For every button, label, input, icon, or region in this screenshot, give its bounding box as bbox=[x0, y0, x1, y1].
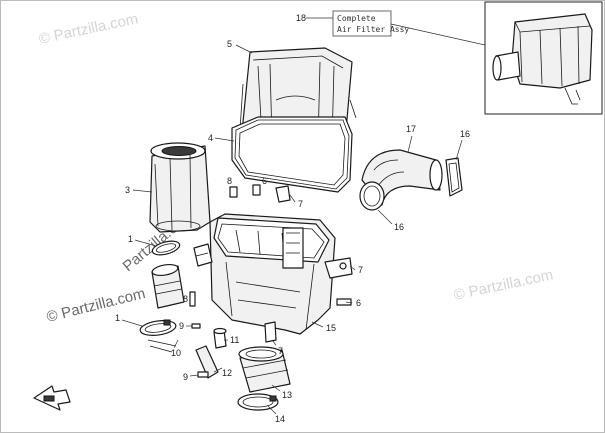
inset-label-line1: Complete bbox=[337, 14, 376, 23]
bracket-left bbox=[193, 243, 213, 267]
front-arrow-icon bbox=[33, 385, 71, 411]
drain-fitting-7 bbox=[264, 321, 277, 343]
screw-8 bbox=[189, 291, 196, 307]
watermark-top: © Partzilla.com bbox=[37, 10, 139, 48]
grommet-6-upper bbox=[229, 184, 261, 198]
callout-12: 12 bbox=[222, 368, 232, 378]
callout-11: 11 bbox=[230, 335, 239, 345]
upper-clamp bbox=[151, 240, 181, 256]
callout-labels: 18 5 4 3 17 16 16 8 6 7 1 7 6 15 1 9 8 1… bbox=[115, 13, 470, 424]
callout-4: 4 bbox=[208, 133, 213, 143]
airbox-seal bbox=[231, 116, 353, 193]
callout-6-lower: 6 bbox=[356, 298, 361, 308]
intake-duct bbox=[359, 149, 443, 211]
complete-assembly-inset: Complete Air Filter Assy bbox=[306, 1, 603, 115]
drain-hose-12 bbox=[195, 345, 219, 379]
inset-label-box bbox=[332, 10, 392, 37]
callout-1-lower: 1 bbox=[115, 313, 120, 323]
callout-8-lower: 8 bbox=[183, 294, 188, 304]
airbox-base bbox=[209, 213, 336, 335]
callout-16-lower: 16 bbox=[394, 222, 404, 232]
callout-18: 18 bbox=[296, 13, 306, 23]
lower-clamp bbox=[139, 319, 177, 336]
callout-7-lower: 7 bbox=[278, 346, 283, 356]
callout-17: 17 bbox=[406, 124, 416, 134]
callout-9-upper: 9 bbox=[179, 321, 184, 331]
clip-7-upper bbox=[275, 185, 291, 203]
inset-label-line2: Air Filter Assy bbox=[337, 25, 409, 34]
watermark-left: © Partzilla.com bbox=[45, 285, 147, 326]
callout-13: 13 bbox=[282, 390, 292, 400]
callout-16-upper: 16 bbox=[460, 129, 470, 139]
watermark-right: © Partzilla.com bbox=[452, 266, 554, 304]
inset-airbox bbox=[511, 13, 593, 89]
callout-9-lower: 9 bbox=[183, 372, 188, 382]
callout-3: 3 bbox=[125, 185, 130, 195]
outlet-clamp bbox=[237, 393, 279, 411]
callout-7-upper: 7 bbox=[298, 199, 303, 209]
callout-14: 14 bbox=[275, 414, 285, 424]
outlet-boot bbox=[238, 346, 291, 393]
leader-lines bbox=[121, 44, 463, 415]
callout-6-upper: 6 bbox=[262, 176, 267, 186]
callout-15: 15 bbox=[326, 323, 336, 333]
bracket-right-7 bbox=[324, 257, 353, 279]
callout-7-right: 7 bbox=[358, 265, 363, 275]
callout-8-upper: 8 bbox=[227, 176, 232, 186]
grommet-6-lower bbox=[336, 298, 352, 306]
callout-5: 5 bbox=[227, 39, 232, 49]
valve-11 bbox=[213, 327, 227, 349]
duct-seal bbox=[445, 157, 463, 197]
left-hose bbox=[151, 263, 185, 309]
callout-1-upper: 1 bbox=[128, 234, 133, 244]
bracket-10 bbox=[147, 339, 177, 353]
callout-10: 10 bbox=[171, 348, 181, 358]
air-filter-element bbox=[149, 142, 211, 233]
